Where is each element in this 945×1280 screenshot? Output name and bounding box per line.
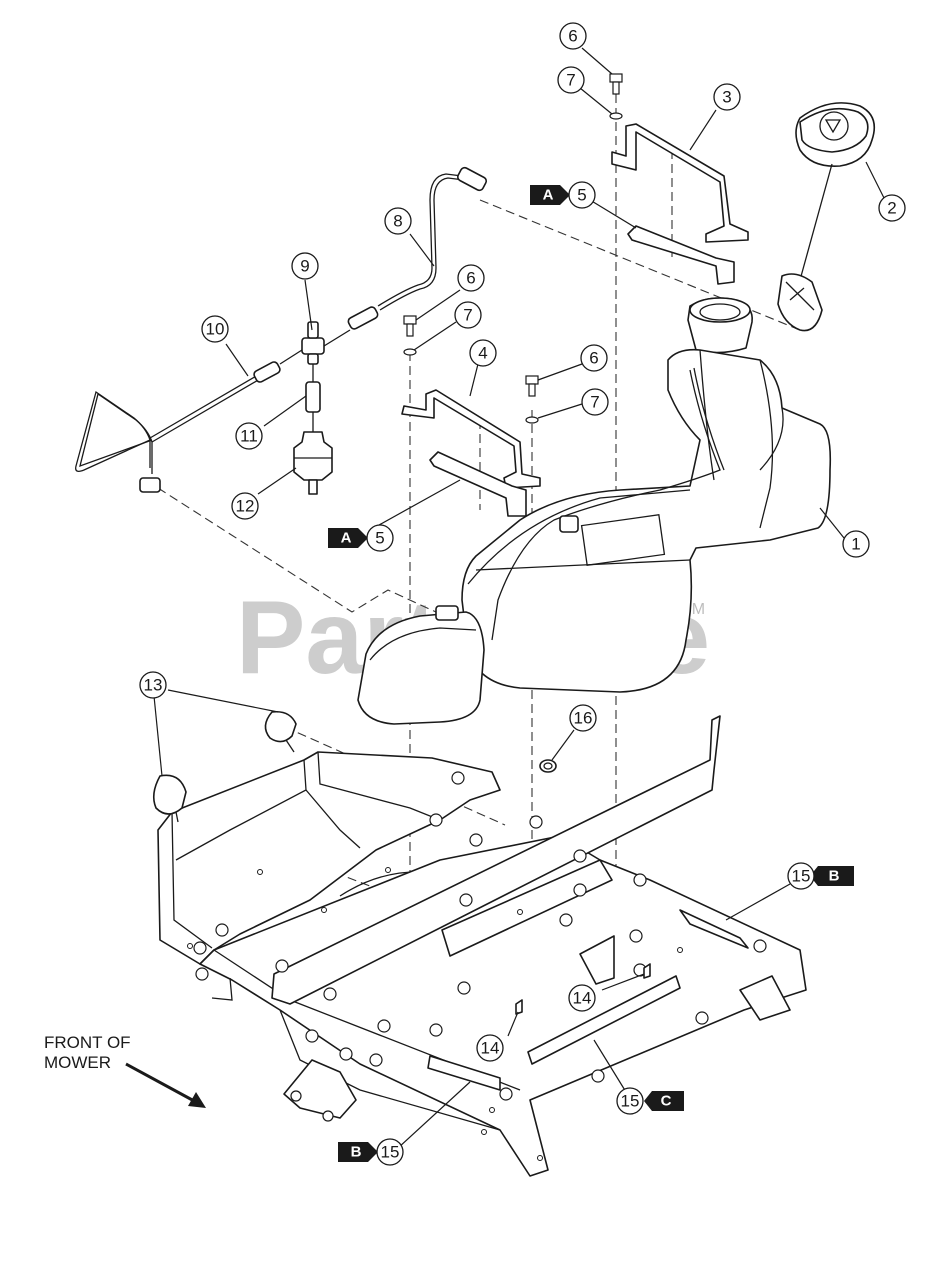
cross-support — [271, 715, 721, 1005]
tee-fitting — [301, 337, 325, 355]
svg-text:1: 1 — [851, 535, 860, 554]
line-end-fitting — [456, 166, 488, 192]
fuel-cap — [777, 102, 876, 332]
chassis-frame — [152, 710, 807, 1177]
svg-text:4: 4 — [478, 344, 487, 363]
callout-8: 8 — [384, 207, 412, 235]
frame-deck — [199, 835, 807, 1177]
svg-text:7: 7 — [566, 71, 575, 90]
svg-text:14: 14 — [573, 989, 592, 1008]
svg-text:15: 15 — [621, 1092, 640, 1111]
svg-text:5: 5 — [577, 186, 586, 205]
filter-adapter — [305, 381, 321, 413]
callout-16: 16 — [569, 704, 597, 732]
strap-upper-5 — [627, 225, 735, 285]
callout-3: 3 — [713, 83, 741, 111]
bracket-lower-4 — [401, 389, 541, 489]
ref-tag-c: C — [644, 1091, 684, 1111]
hose-clamp-right — [347, 306, 379, 330]
svg-text:15: 15 — [381, 1143, 400, 1162]
leader-lines — [153, 47, 885, 1149]
callout-2: 2 — [878, 194, 906, 222]
callout-12: 12 — [231, 492, 259, 520]
callout-1: 1 — [842, 530, 870, 558]
svg-text:6: 6 — [466, 269, 475, 288]
svg-text:A: A — [341, 530, 352, 547]
rail-15b — [427, 1055, 501, 1091]
callout-14-left: 14 — [476, 1034, 504, 1062]
svg-text:7: 7 — [590, 393, 599, 412]
svg-text:B: B — [351, 1144, 362, 1161]
svg-text:B: B — [829, 868, 840, 885]
callout-5-lower: 5 — [366, 524, 394, 552]
ref-tag-b-bottom: B — [338, 1142, 378, 1162]
pin-14a — [515, 999, 523, 1015]
hose-clamp-left — [253, 361, 281, 383]
fuel-filter — [293, 431, 333, 481]
svg-text:11: 11 — [240, 427, 258, 446]
callout-13: 13 — [139, 671, 167, 699]
svg-text:9: 9 — [300, 257, 309, 276]
svg-text:6: 6 — [568, 27, 577, 46]
ref-tag-a-upper: A — [530, 185, 570, 205]
svg-text:3: 3 — [722, 88, 731, 107]
bracket-upper-3 — [611, 123, 749, 243]
svg-text:15: 15 — [792, 867, 811, 886]
svg-text:2: 2 — [887, 199, 896, 218]
callout-7-top: 7 — [557, 66, 585, 94]
fuel-tank — [357, 297, 832, 725]
callout-6-top: 6 — [559, 22, 587, 50]
callout-15-right: 15 — [787, 862, 815, 890]
callout-5-upper: 5 — [568, 181, 596, 209]
ref-tag-a-lower: A — [328, 528, 368, 548]
callout-7-right: 7 — [581, 388, 609, 416]
ref-tag-b-right: B — [810, 866, 854, 886]
callout-9: 9 — [291, 252, 319, 280]
svg-text:C: C — [661, 1093, 672, 1110]
callout-15-c: 15 — [616, 1087, 644, 1115]
callout-6-right: 6 — [580, 344, 608, 372]
front-tank-lobe — [357, 611, 485, 725]
elbow-fitting — [139, 477, 161, 493]
fuel-line-assembly — [75, 166, 488, 495]
rail-15a — [679, 909, 749, 949]
svg-text:6: 6 — [589, 349, 598, 368]
front-of-mower-indicator: FRONT OF MOWER — [44, 1033, 206, 1108]
callout-14-right: 14 — [568, 984, 596, 1012]
svg-text:12: 12 — [236, 497, 255, 516]
callout-15-bottom: 15 — [376, 1138, 404, 1166]
svg-text:A: A — [543, 187, 554, 204]
grommet-16 — [539, 759, 557, 773]
callout-4: 4 — [469, 339, 497, 367]
svg-text:13: 13 — [144, 676, 163, 695]
brackets — [401, 73, 749, 517]
strap-lower-5 — [429, 451, 527, 517]
rail-15c — [527, 975, 681, 1065]
callout-11: 11 — [235, 422, 263, 450]
tie-upper-13 — [264, 710, 297, 743]
cap-tether — [777, 273, 823, 332]
pin-14b — [643, 963, 651, 979]
svg-text:10: 10 — [206, 320, 225, 339]
callout-7-mid: 7 — [454, 301, 482, 329]
svg-text:8: 8 — [393, 212, 402, 231]
svg-text:7: 7 — [463, 306, 472, 325]
front-label-line2: MOWER — [44, 1053, 111, 1072]
svg-text:5: 5 — [375, 529, 384, 548]
front-label-line1: FRONT OF — [44, 1033, 131, 1052]
svg-text:16: 16 — [574, 709, 593, 728]
callout-10: 10 — [201, 315, 229, 343]
svg-text:14: 14 — [481, 1039, 500, 1058]
front-mount — [283, 1059, 357, 1119]
front-arrow-icon — [188, 1092, 206, 1108]
callout-6-mid: 6 — [457, 264, 485, 292]
tie-lower-13 — [152, 774, 187, 815]
